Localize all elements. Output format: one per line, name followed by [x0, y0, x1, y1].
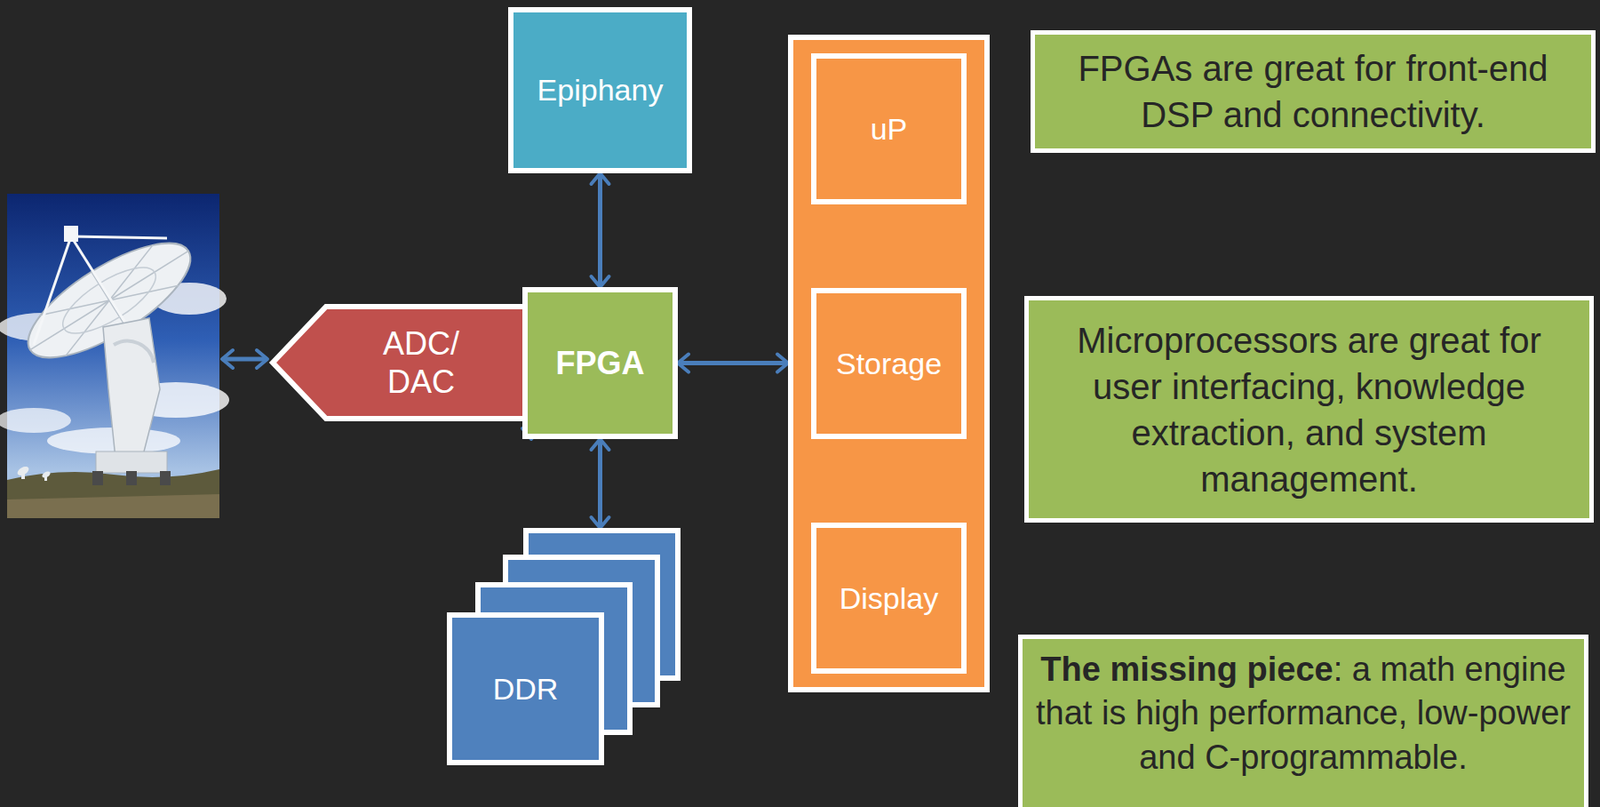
note-box: The missing piece: a math engine that is… [1018, 634, 1589, 807]
note-text: FPGAs are great for front-end DSP and co… [1049, 45, 1577, 138]
box-label: uP [870, 111, 908, 148]
fpga-box: FPGA [522, 286, 678, 439]
front-module: DDR [446, 612, 605, 765]
telescope-photo [0, 193, 230, 518]
bus-connector [677, 360, 789, 366]
note-box: Microprocessors are great for user inter… [1024, 295, 1594, 523]
box-label: ADC/ DAC [382, 324, 460, 401]
processor-box: uP [811, 53, 967, 205]
note-text: Microprocessors are great for user inter… [1042, 317, 1576, 502]
bus-connector [597, 438, 603, 528]
box-label: FPGA [555, 343, 645, 383]
note-box: FPGAs are great for front-end DSP and co… [1030, 30, 1596, 153]
display-box: Display [811, 522, 967, 674]
note-heading: The missing piece [1040, 650, 1333, 688]
bus-connector [597, 173, 603, 287]
memory-stack: DDR [446, 527, 681, 765]
memory-module [449, 614, 602, 763]
box-label: Epiphany [537, 71, 664, 109]
pentagon-outline [270, 303, 541, 422]
box-label: Display [839, 580, 939, 617]
coprocessor-box: Epiphany [508, 7, 693, 174]
note-paragraph: The missing piece: a math engine that is… [1034, 647, 1572, 780]
host-panel: uP StorageDisplay [788, 34, 990, 693]
box-label: DDR [493, 670, 559, 708]
pentagon-fill [272, 306, 538, 419]
stacked-modules [446, 527, 681, 765]
converter-block: ADC/ DAC [270, 303, 541, 422]
box-label: Storage [835, 345, 942, 383]
antenna-link [222, 357, 268, 362]
storage-box: Storage [811, 287, 967, 439]
